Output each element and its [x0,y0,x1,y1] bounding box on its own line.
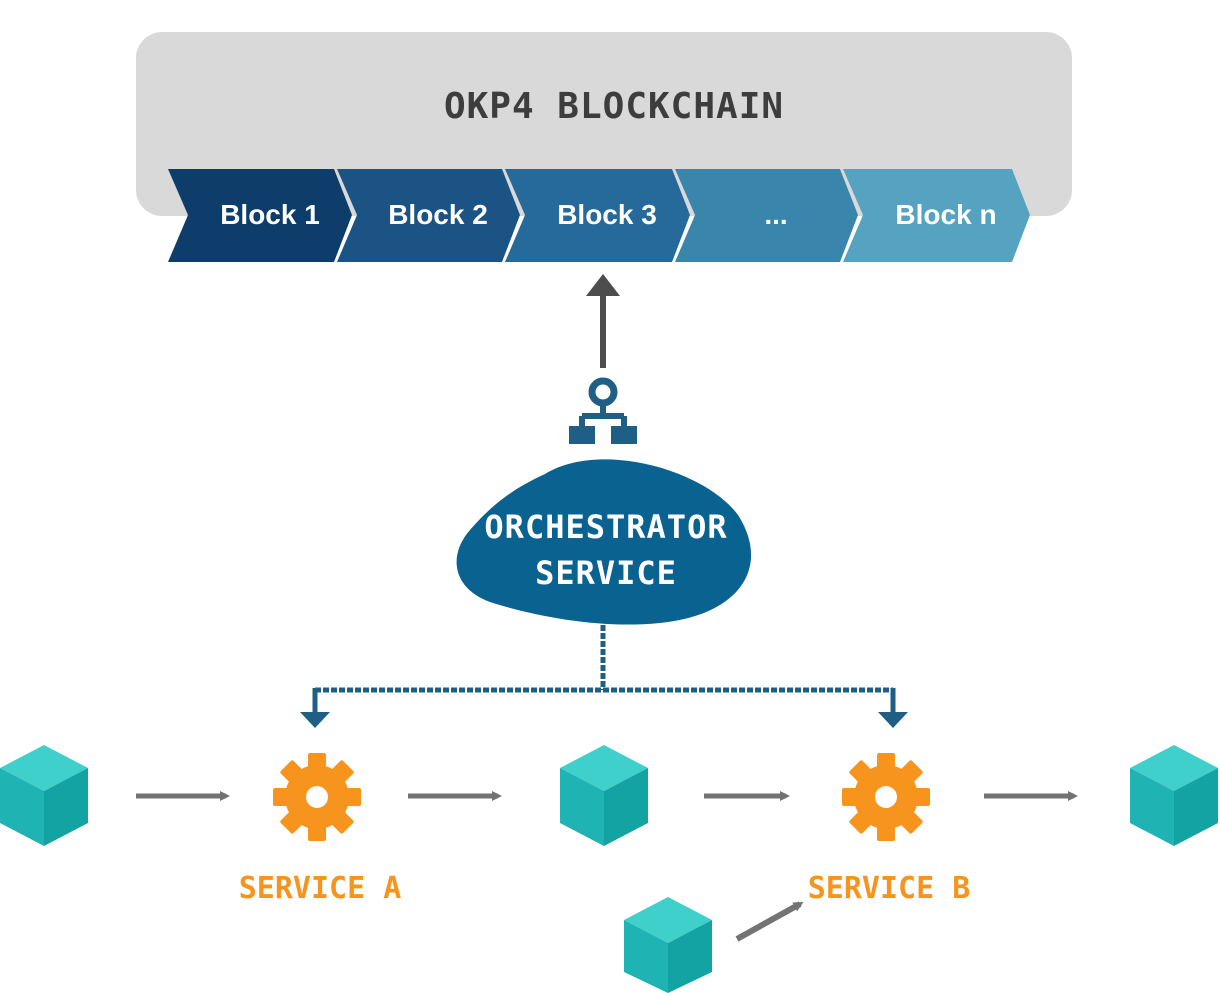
up-arrow-head [586,274,620,296]
service-b-label: SERVICE B [808,871,971,906]
block-n-label: Block n [895,199,996,230]
up-arrow [586,274,620,368]
data-cube-4 [624,897,712,993]
block-ellipsis-label: ... [764,199,787,230]
orchestrator-label-line1: ORCHESTRATOR [484,508,727,546]
block-ellipsis: ... [675,169,858,262]
service-b-gear-icon [842,753,930,841]
branch-left-arrowhead [300,712,330,728]
branch-right-arrowhead [878,712,908,728]
block-2: Block 2 [337,169,520,262]
block-chain-row: Block 1 Block 2 Block 3 ... Block n [168,169,1030,262]
network-icon [569,377,637,444]
block-n-chevron [843,169,1030,262]
block-3: Block 3 [505,169,690,262]
data-cube-2 [560,745,648,846]
block-1: Block 1 [168,169,352,262]
block-n: Block n [843,169,1030,262]
block-ellipsis-chevron [675,169,858,262]
service-a-gear-icon [273,753,361,841]
orchestrator-blob [456,459,752,625]
blockchain-title: OKP4 BLOCKCHAIN [444,86,784,127]
orchestrator-label-line2: SERVICE [535,554,677,592]
data-flow-arrows [136,791,1078,942]
block-3-label: Block 3 [557,199,657,230]
service-a-label: SERVICE A [239,871,402,906]
data-cube-1 [0,745,88,846]
flow-arrow-cube4-to-service-b [735,901,804,942]
orchestrator-connectors [300,625,908,728]
block-2-chevron [337,169,520,262]
block-2-label: Block 2 [388,199,488,230]
data-cube-3 [1130,745,1218,846]
orchestrator-service: ORCHESTRATOR SERVICE [456,459,752,625]
block-3-chevron [505,169,690,262]
block-1-chevron [168,169,352,262]
block-1-label: Block 1 [220,199,320,230]
